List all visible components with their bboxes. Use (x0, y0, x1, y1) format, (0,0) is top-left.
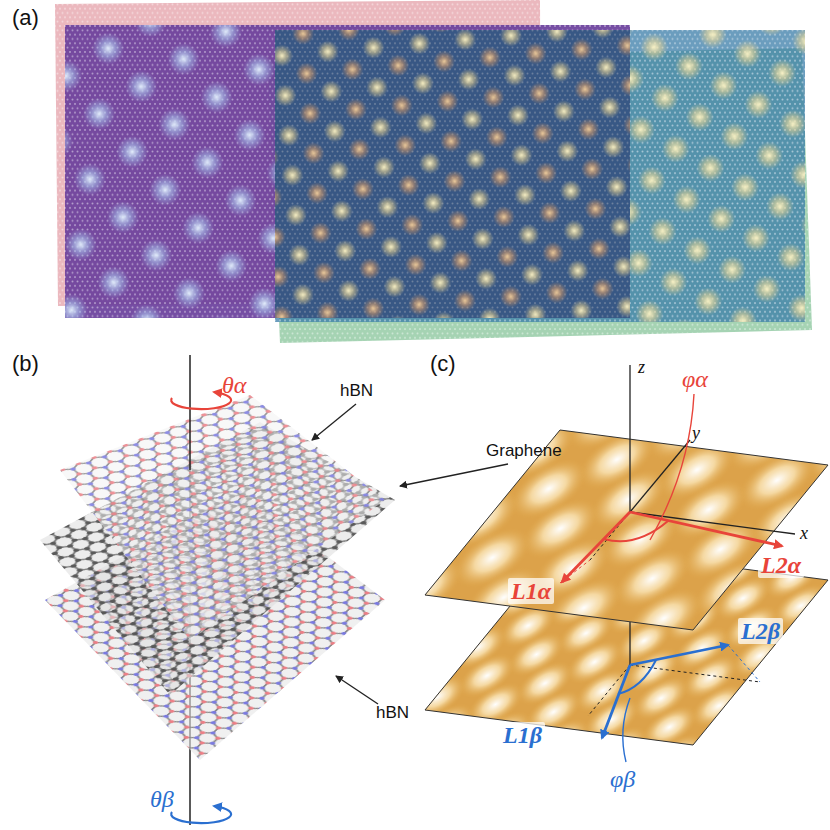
panel-letter: (c) (430, 352, 456, 376)
layer-name: hBN (376, 704, 409, 723)
panel-letter: (a) (12, 6, 39, 30)
panel-letter: (b) (12, 352, 39, 376)
lattice-angle: φα (682, 366, 708, 392)
lattice-vector: L1α (508, 578, 554, 604)
moire-planes-panel-c (425, 365, 828, 762)
rotation-angle: θβ (150, 786, 174, 812)
axis-label: z (638, 358, 645, 378)
sheets-panel-a (55, 0, 812, 343)
lattice-vector: L2α (758, 552, 804, 578)
layer-name: hBN (340, 382, 373, 401)
rotation-angle: θα (222, 372, 246, 398)
lattice-vector: L1β (500, 722, 545, 748)
lattice-vector: L2β (738, 618, 783, 644)
axis-label: y (692, 424, 700, 444)
axis-label: x (800, 524, 808, 544)
layer-name: Graphene (486, 442, 562, 461)
lattice-angle: φβ (610, 766, 635, 792)
